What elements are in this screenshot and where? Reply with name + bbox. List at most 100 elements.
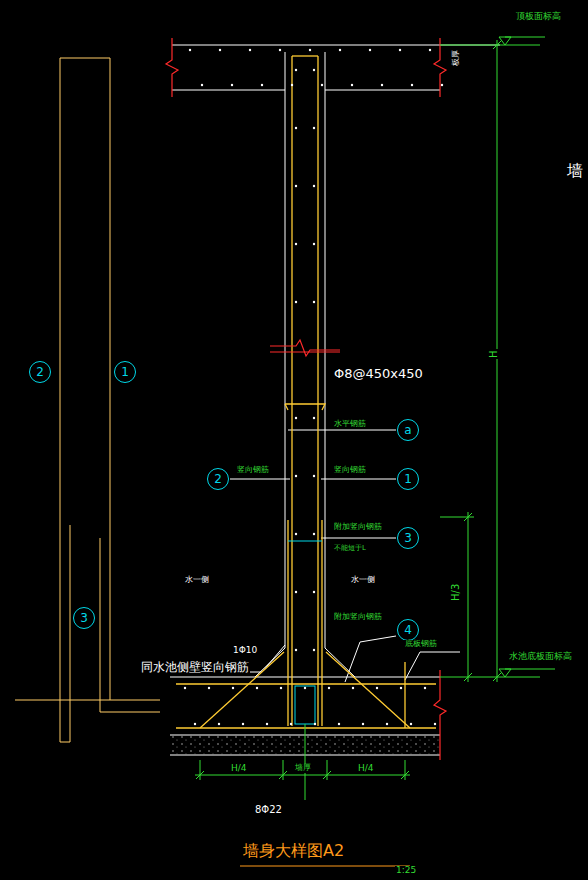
rebar-dot [242,723,244,725]
rebar-dot [313,591,315,593]
callout-circle: 3 [73,607,95,629]
callout-circle: 3 [397,527,419,549]
rebar-dot [219,49,221,51]
rebar-dot [313,69,315,71]
rebar-dot [295,417,297,419]
rebar-dot [313,127,315,129]
rebar-dot [313,185,315,187]
annotation-label: 墙 [566,162,584,180]
dimension-text: 墙厚 [294,764,312,773]
dimension-text: H/3 [450,582,461,601]
rebar-spec: Φ8@450x450 [333,367,424,381]
callout-number: 1 [121,366,129,378]
rebar-spec: 8Φ22 [254,804,283,815]
rebar-dot [313,475,315,477]
rebar-dot [313,417,315,419]
rebar-dot [429,49,431,51]
rebar-dot [208,687,210,689]
rebar-dot [280,687,282,689]
callout-circle: 1 [114,361,136,383]
rebar-dot [376,687,378,689]
rebar-dot [424,687,426,689]
callout-circle: 2 [29,361,51,383]
callout-number: 1 [404,473,412,485]
annotation-label: 水平钢筋 [333,420,367,429]
rebar-dot [261,84,263,86]
rebar-dot [249,49,251,51]
rebar-dot [295,127,297,129]
rebar-dot [314,723,316,725]
drawing-title: 墙身大样图A2 [243,841,344,862]
rebar-dot [399,49,401,51]
rebar-dot [411,84,413,86]
annotation-label: 竖向钢筋 [236,466,270,475]
rebar-dot [295,69,297,71]
rebar-dot [279,49,281,51]
callout-circle: a [397,419,419,441]
rebar-dot [290,723,292,725]
rebar-dot [295,185,297,187]
rebar-dot [313,301,315,303]
rebar-dot [304,687,306,689]
rebar-dot [369,49,371,51]
rebar-dot [400,687,402,689]
callout-circle: 2 [207,468,229,490]
rebar-dot [351,84,353,86]
callout-number: a [404,424,411,436]
dimension-text: H/4 [357,764,375,774]
annotation-label: 水一侧 [184,576,210,585]
callout-number: 2 [214,473,222,485]
rebar-spec: 1Φ10 [232,646,258,656]
rebar-dot [313,243,315,245]
rebar-dot [256,687,258,689]
annotation-label: 1:25 [395,866,417,876]
dimension-text: H/4 [230,764,248,774]
rebar-dot [295,533,297,535]
rebar-dot [291,84,293,86]
annotation-label: 附加竖向钢筋 [333,523,383,532]
annotation-label: 底板钢筋 [404,640,438,649]
annotation-label: 同水池侧壁竖向钢筋 [140,661,250,674]
rebar-dot [362,723,364,725]
rebar-dot [295,243,297,245]
callout-number: 2 [36,366,44,378]
rebar-dot [328,687,330,689]
annotation-label: 竖向钢筋 [333,466,367,475]
rebar-dot [339,49,341,51]
rebar-dot [441,84,443,86]
rebar-dot [232,687,234,689]
rebar-dot [295,475,297,477]
rebar-dot [410,723,412,725]
rebar-dot [295,591,297,593]
rebar-dot [313,533,315,535]
rebar-dot [231,84,233,86]
rebar-dot [309,49,311,51]
callout-circle: 1 [397,468,419,490]
annotation-label: 水池底板面标高 [508,652,573,662]
rebar-dot [338,723,340,725]
callout-number: 3 [80,612,88,624]
callout-circle: 4 [397,619,419,641]
rebar-dot [321,84,323,86]
rebar-dot [189,49,191,51]
annotation-label: 附加竖向钢筋 [333,613,383,622]
rebar-dot [313,649,315,651]
rebar-dot [218,723,220,725]
rebar-dot [295,649,297,651]
dimension-text: H [488,349,499,359]
callout-number: 3 [404,532,412,544]
annotation-label: 顶板面标高 [515,12,562,22]
rebar-dot [184,687,186,689]
rebar-dot [201,84,203,86]
rebar-dot [434,723,436,725]
annotation-label: 水一侧 [350,576,376,585]
rebar-dot [194,723,196,725]
rebar-dot [352,687,354,689]
annotation-label: 板厚 [452,49,461,67]
rebar-dot [266,723,268,725]
callout-number: 4 [404,624,412,636]
rebar-dot [381,84,383,86]
rebar-dot [386,723,388,725]
